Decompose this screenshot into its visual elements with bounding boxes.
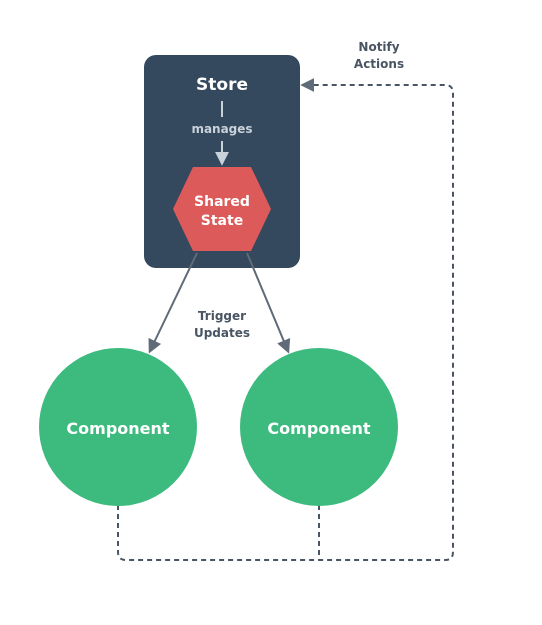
store-title: Store	[196, 75, 248, 95]
shared-state-line1: Shared	[194, 194, 250, 210]
trigger-updates-line1: Trigger	[198, 309, 246, 323]
manages-label: manages	[191, 122, 252, 136]
notify-actions-line2: Actions	[354, 57, 404, 71]
shared-state-line2: State	[201, 213, 243, 229]
component-right-circle	[240, 348, 398, 506]
trigger-updates-line2: Updates	[194, 326, 250, 340]
shared-state-hexagon	[173, 167, 271, 251]
notify-actions-line1: Notify	[358, 40, 399, 54]
component-left-circle	[39, 348, 197, 506]
component-left-label: Component	[66, 419, 169, 438]
trigger-arrow-right	[246, 252, 291, 354]
trigger-arrow-left	[148, 252, 198, 354]
component-right-label: Component	[267, 419, 370, 438]
notify-actions-path	[117, 78, 454, 561]
